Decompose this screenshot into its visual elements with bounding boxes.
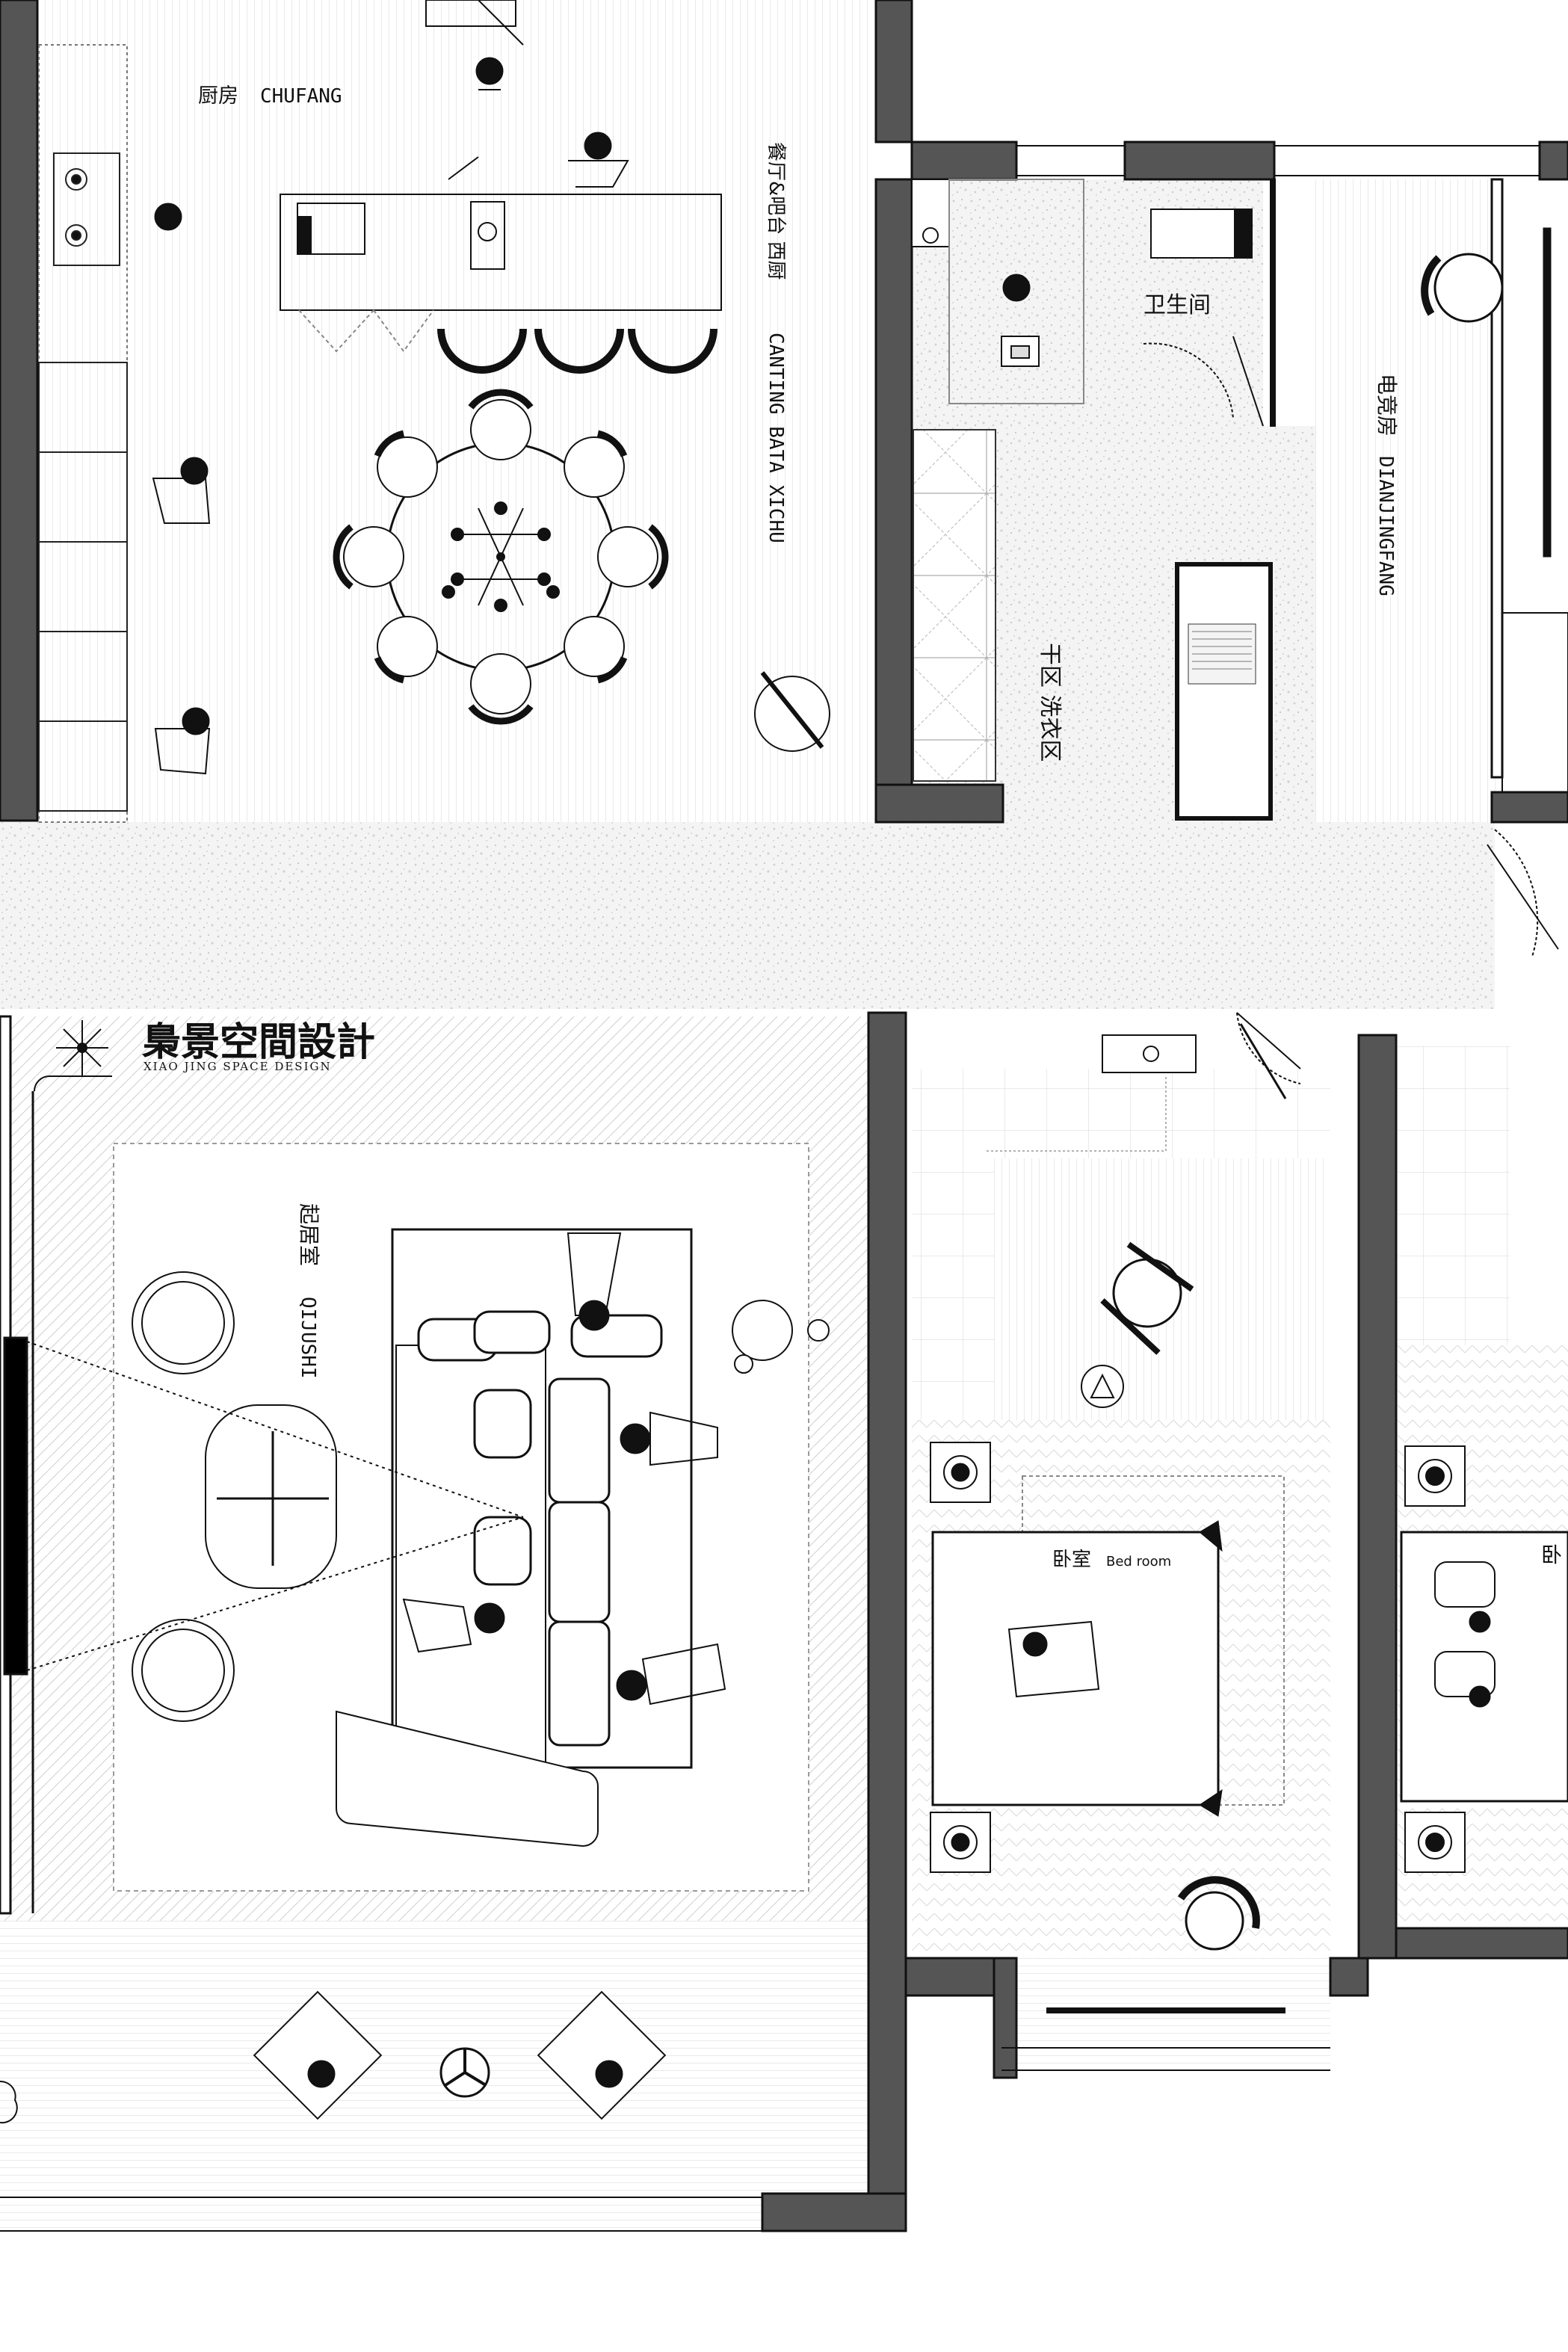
bedroom-label-en: Bed room — [1106, 1554, 1171, 1569]
dining-chairs — [333, 389, 669, 725]
dining-label-en: CANTING BATA XICHU — [765, 333, 787, 543]
bedroom2-label: 卧 — [1541, 1543, 1562, 1567]
room-labels: 厨房 CHUFANG 餐厅&吧台 西厨 CANTING BATA XICHU 卫… — [198, 84, 1562, 1571]
esports-label-en: DIANJINGFANG — [1374, 456, 1397, 596]
kitchen-counter — [38, 44, 128, 823]
bedroom-label: 卧室 — [1052, 1549, 1091, 1571]
esports-furniture — [1421, 227, 1568, 793]
living-furniture — [31, 1075, 830, 1913]
brand-name-en: XIAO JING SPACE DESIGN — [143, 1060, 332, 1073]
living-label: 起居室 — [297, 1203, 321, 1266]
walls — [0, 0, 1568, 2232]
brand-name: 梟景空間設計 — [141, 1019, 375, 1065]
laundry-cabinets — [913, 429, 1273, 821]
bar-counter — [280, 194, 722, 353]
kitchen-floor — [37, 0, 874, 822]
starburst-logo-icon — [56, 1020, 108, 1076]
dining-label: 餐厅&吧台 西厨 — [765, 142, 787, 280]
balcony-floor — [0, 1921, 867, 2235]
brand-mark: 梟景空間設計 XIAO JING SPACE DESIGN — [56, 1019, 375, 1076]
kitchen-label-en: CHUFANG — [260, 85, 342, 108]
corridor-floor — [0, 822, 1495, 1009]
bathroom-label: 卫生间 — [1143, 292, 1211, 318]
bar-stools — [437, 328, 717, 374]
esports-label: 电竞房 — [1374, 374, 1399, 436]
people — [152, 57, 1491, 2088]
bathroom-fixtures — [911, 179, 1276, 427]
laundry-label: 干区 洗衣区 — [1037, 643, 1063, 762]
living-label-en: QIJUSHI — [297, 1297, 319, 1379]
balcony-furniture — [0, 1990, 667, 2124]
bedroom2-furniture — [1400, 1445, 1568, 1873]
windows — [0, 145, 1540, 2232]
armchair-dining — [754, 671, 830, 752]
doors — [425, 0, 1559, 1084]
kitchen-label: 厨房 — [198, 84, 238, 108]
bedroom2-tile-floor — [1398, 1046, 1510, 1345]
projector-beam — [26, 1341, 524, 1671]
bedroom-furniture — [930, 1023, 1287, 1951]
bay-floor — [1016, 1958, 1330, 2078]
